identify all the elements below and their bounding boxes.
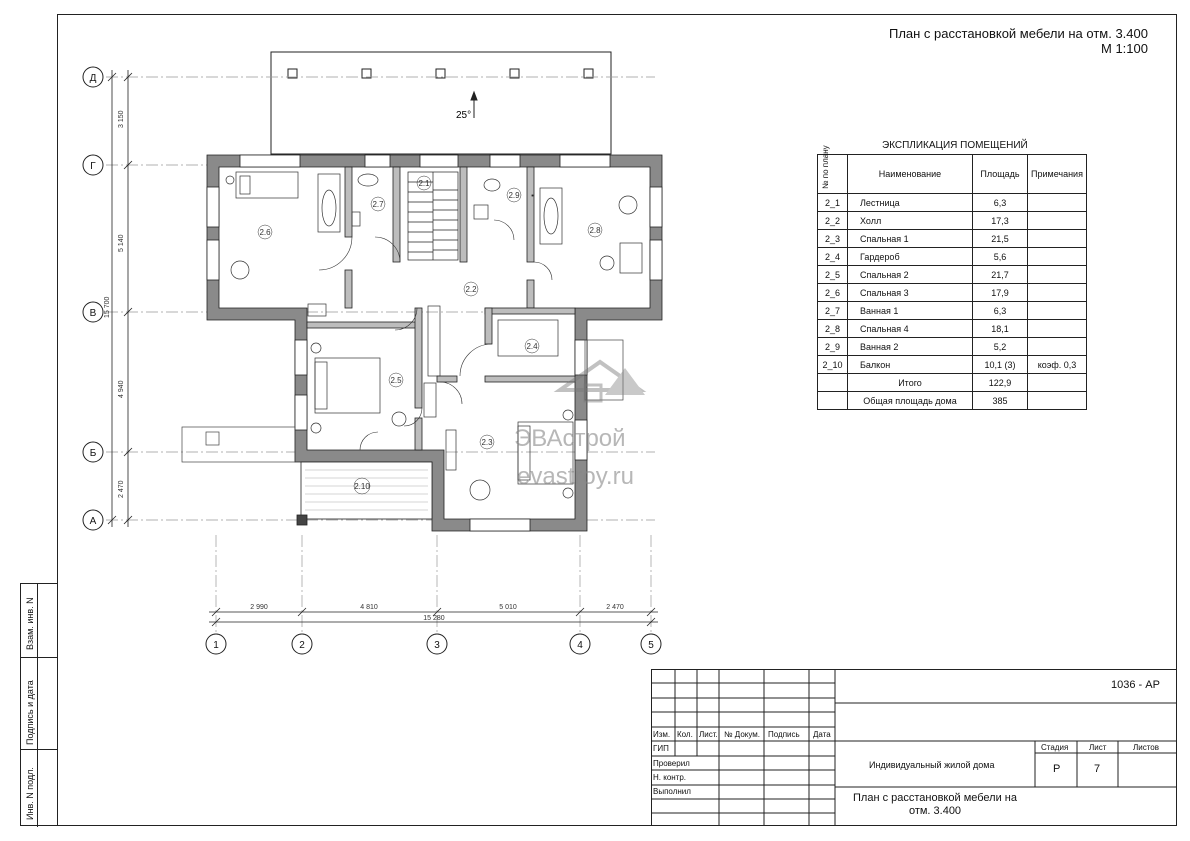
col-name: Наименование — [847, 154, 973, 194]
axis-col-5: 5 — [648, 640, 654, 651]
room-2-6: 2.6 — [259, 228, 271, 237]
stamp-code: 1036 - АР — [1111, 679, 1160, 691]
stamp-project: Индивидуальный жилой дома — [869, 760, 995, 770]
stamp-col-izm: Изм. — [653, 730, 671, 739]
balcony — [296, 461, 433, 526]
room-2-1: 2.1 — [418, 179, 430, 188]
stamp-sheet-label: Лист — [1089, 743, 1107, 752]
explication-total-note — [1027, 391, 1087, 410]
stamp-role-checked: Проверил — [653, 759, 690, 768]
stamp-stage: Р — [1053, 763, 1061, 775]
stamp-sheet: 7 — [1094, 763, 1101, 775]
axis-row-v: В — [90, 308, 97, 319]
furniture — [225, 171, 643, 501]
axis-row-a: А — [90, 516, 97, 527]
dim-v-total: 15 700 — [104, 296, 111, 318]
explication-total-label: Общая площадь дома — [847, 391, 973, 410]
axis-col-2: 2 — [299, 640, 305, 651]
drawing-title-block: План с расстановкой мебели на отм. 3.400… — [889, 26, 1148, 56]
stamp-col-doc: № Докум. — [724, 730, 760, 739]
drawing-scale: М 1:100 — [1101, 41, 1148, 56]
explication-title: ЭКСПЛИКАЦИЯ ПОМЕЩЕНИЙ — [882, 140, 1028, 151]
roof-outline — [270, 51, 612, 155]
stamp-role-done: Выполнил — [653, 787, 691, 796]
dim-v-1: 3 150 — [118, 110, 125, 128]
dim-h-1: 2 990 — [250, 604, 268, 611]
stamp-role-norm: Н. контр. — [653, 773, 687, 782]
stamp-col-sign: Подпись — [768, 730, 800, 739]
dim-v-4: 2 470 — [118, 480, 125, 498]
title-block: Изм. Кол. Лист. № Докум. Подпись Дата ГИ… — [651, 669, 1177, 826]
axis-row-d: Д — [90, 73, 97, 84]
stair — [407, 171, 459, 261]
sheet-frame — [57, 14, 1177, 826]
interior-walls — [306, 166, 576, 451]
room-2-3: 2.3 — [481, 438, 493, 447]
col-notes: Примечания — [1027, 154, 1087, 194]
dim-h-4: 2 470 — [606, 604, 624, 611]
stamp-sheet-title: План с расстановкой мебели на отм. 3.400 — [847, 792, 1023, 818]
room-2-2: 2.2 — [465, 285, 477, 294]
watermark-brand: ЭВАстрой — [514, 425, 626, 452]
col-area: Площадь — [972, 154, 1028, 194]
dim-h-total: 15 280 — [423, 615, 445, 622]
axis-col-4: 4 — [577, 640, 583, 651]
stamp-sheet-title-line1: План с расстановкой мебели на — [853, 792, 1017, 804]
axis-col-1: 1 — [213, 640, 219, 651]
drawing-title: План с расстановкой мебели на отм. 3.400 — [888, 26, 1148, 41]
col-number: № по плану — [817, 145, 848, 194]
explication-table: № по плану Наименование Площадь Примечан… — [817, 145, 1087, 410]
stamp-sheet-title-line2: отм. 3.400 — [908, 805, 962, 817]
side-stamp — [20, 583, 58, 827]
axis-row-g: Г — [90, 161, 96, 172]
explication-total-value: 385 — [972, 391, 1028, 410]
room-2-5: 2.5 — [390, 376, 402, 385]
stamp-col-list: Лист. — [699, 730, 718, 739]
axis-row-b: Б — [90, 448, 97, 459]
watermark — [553, 359, 647, 403]
watermark-site: evastroy.ru — [517, 463, 634, 490]
room-2-10: 2.10 — [354, 482, 370, 491]
stamp-stage-label: Стадия — [1041, 743, 1069, 752]
stamp-col-date: Дата — [813, 730, 831, 739]
room-2-8: 2.8 — [589, 226, 601, 235]
roof-slope-label: 25° — [456, 110, 471, 121]
axis-col-3: 3 — [434, 640, 440, 651]
dim-v-2: 5 140 — [118, 234, 125, 252]
dim-h-3: 5 010 — [499, 604, 517, 611]
stamp-sheets-label: Листов — [1133, 743, 1159, 752]
dim-h-2: 4 810 — [360, 604, 378, 611]
stamp-col-kol: Кол. — [677, 730, 693, 739]
stamp-role-gip: ГИП — [653, 744, 669, 753]
dim-v-3: 4 940 — [118, 380, 125, 398]
room-2-7: 2.7 — [372, 200, 384, 209]
room-2-9: 2.9 — [508, 191, 520, 200]
room-2-4: 2.4 — [526, 342, 538, 351]
title-block-grid — [651, 669, 1177, 826]
